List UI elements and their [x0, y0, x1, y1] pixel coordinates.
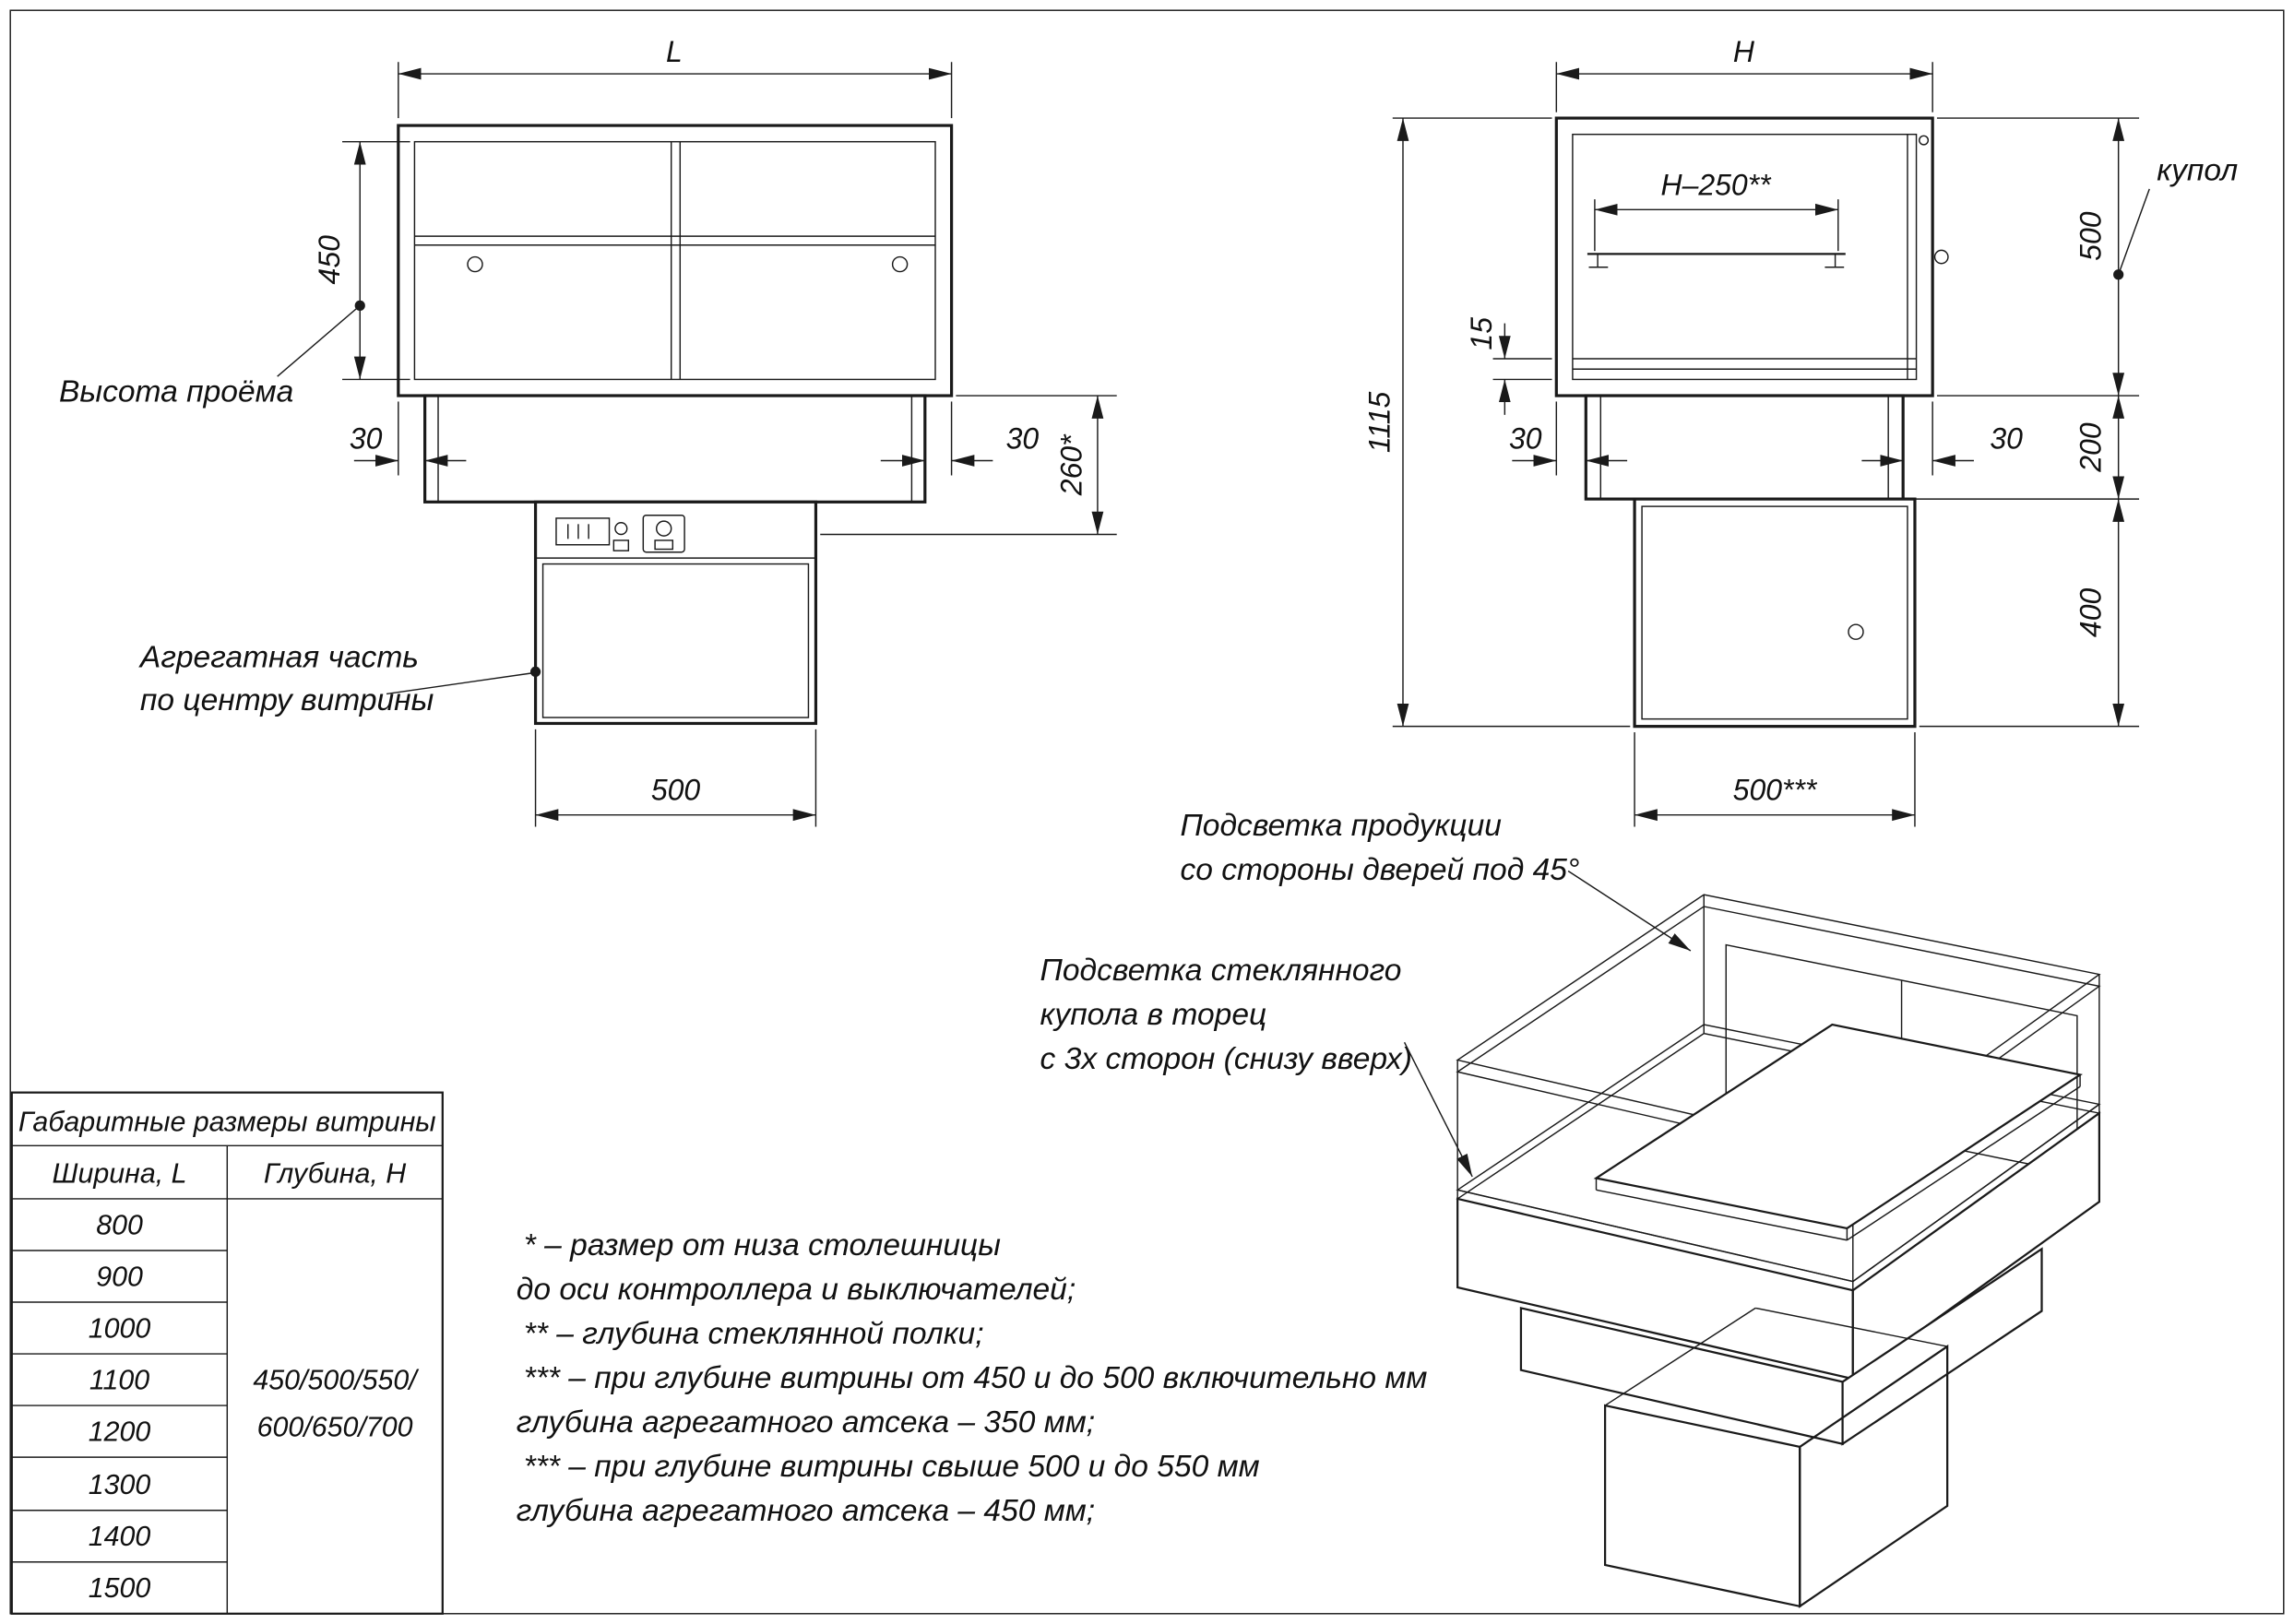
dim-label-h: H [1733, 35, 1755, 68]
table-width-900: 900 [96, 1261, 143, 1292]
label-light-products-2: со стороны дверей под 45° [1180, 853, 1579, 887]
dim-label-30-left: 30 [350, 422, 383, 456]
table-col-width: Ширина, L [53, 1157, 187, 1189]
side-view: H H–250** купол 500 15 1115 30 3 [1363, 35, 2238, 827]
iso-shelf [1593, 1023, 2083, 1241]
table-depth-2: 600/650/700 [257, 1412, 413, 1443]
door-handle-left [467, 255, 483, 273]
note-line-4: *** – при глубине витрины от 450 и до 50… [524, 1361, 1428, 1395]
front-case [397, 124, 954, 397]
label-dome: купол [2157, 153, 2238, 187]
dim-label-500-dome: 500 [2074, 211, 2107, 261]
table-width-1000: 1000 [89, 1312, 151, 1344]
iso-view: Подсветка продукции со стороны дверей по… [1040, 809, 2101, 1608]
label-aggregate-2: по центру витрины [140, 683, 434, 717]
notes: * – размер от низа столешницы до оси кон… [517, 1228, 1428, 1528]
label-opening-height: Высота проёма [59, 374, 293, 409]
dim-label-30-right-side: 30 [1990, 422, 2023, 456]
side-aggregate-box [1633, 497, 1917, 729]
leader-dot-aggregate [529, 666, 541, 678]
dim-label-260: 260* [1054, 433, 1088, 496]
iso-body-right [1851, 1110, 2101, 1381]
dim-label-400: 400 [2074, 587, 2107, 637]
dim-label-200: 200 [2074, 422, 2107, 473]
side-case [1554, 116, 1934, 397]
label-light-products-1: Подсветка продукции [1180, 809, 1502, 843]
label-light-dome-2: купола в торец [1040, 998, 1267, 1032]
note-line-2: до оси контроллера и выключателей; [517, 1273, 1076, 1307]
table-col-depth: Глубина, H [264, 1157, 406, 1189]
door-handle-right [891, 255, 909, 273]
note-line-3: ** – глубина стеклянной полки; [524, 1317, 984, 1351]
note-line-6: *** – при глубине витрины свыше 500 и до… [524, 1450, 1260, 1484]
front-view: L 450 Высота проёма 30 30 260* Агрегатна… [59, 35, 1117, 827]
table-title: Габаритные размеры витрины [18, 1106, 436, 1137]
dim-label-500-bottom: 500*** [1733, 774, 1818, 807]
table-width-800: 800 [96, 1209, 143, 1240]
dim-label-30-left-side: 30 [1509, 422, 1542, 456]
dim-label-h250: H–250** [1660, 168, 1772, 201]
dim-label-450: 450 [313, 235, 346, 285]
front-aggregate-box [533, 500, 818, 726]
dim-label-500: 500 [651, 774, 701, 807]
label-aggregate-1: Агрегатная часть [138, 641, 419, 675]
iso-undercounter-right [1841, 1247, 2043, 1446]
dim-label-l: L [666, 35, 683, 68]
label-light-dome-3: с 3х сторон (снизу вверх) [1040, 1042, 1412, 1076]
side-perforation-hole [1848, 623, 1864, 640]
page-frame [9, 9, 2285, 1615]
dim-label-1115: 1115 [1363, 391, 1397, 453]
front-band [423, 394, 927, 504]
table-width-1200: 1200 [89, 1416, 151, 1447]
dim-label-15: 15 [1465, 317, 1498, 350]
dim-label-30-right: 30 [1006, 422, 1040, 456]
table-width-1300: 1300 [89, 1469, 151, 1500]
table-width-1500: 1500 [89, 1572, 151, 1604]
table-width-1100: 1100 [89, 1364, 149, 1395]
note-line-7: глубина агрегатного атсека – 450 мм; [517, 1494, 1095, 1528]
label-light-dome-1: Подсветка стеклянного [1040, 954, 1402, 988]
controller-panel [555, 514, 685, 553]
side-band [1584, 394, 1905, 501]
note-line-5: глубина агрегатного атсека – 350 мм; [517, 1405, 1095, 1440]
table-depth-1: 450/500/550/ [253, 1364, 420, 1395]
table-width-1400: 1400 [89, 1521, 151, 1552]
note-line-1: * – размер от низа столешницы [524, 1228, 1001, 1262]
side-door-handle [1933, 249, 1949, 265]
side-perforation [1641, 505, 1908, 720]
side-hinge [1919, 135, 1930, 146]
iso-aggregate-box [1603, 1307, 1949, 1608]
front-perforation [541, 563, 810, 718]
size-table: Габаритные размеры витрины Ширина, L Глу… [10, 1091, 444, 1615]
